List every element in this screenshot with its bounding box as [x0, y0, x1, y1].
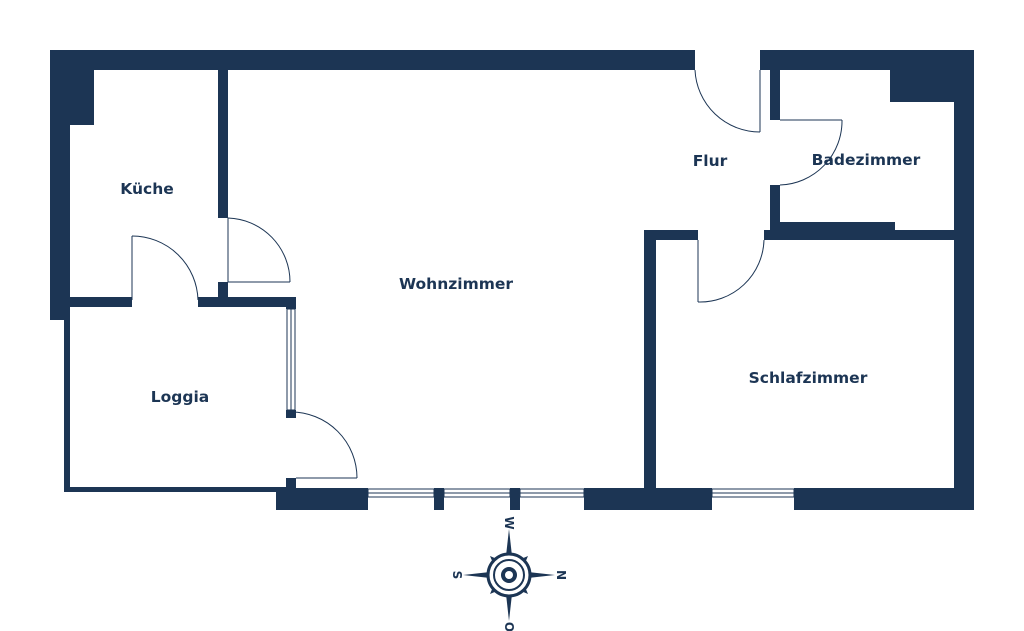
room-label-wohnzimmer: Wohnzimmer — [399, 275, 513, 293]
compass-rose: W N O S — [450, 516, 568, 631]
walls — [50, 50, 974, 510]
compass-letter-left: S — [450, 571, 464, 580]
compass-letter-top: W — [502, 516, 516, 529]
room-label-loggia: Loggia — [151, 388, 210, 406]
room-label-badezimmer: Badezimmer — [812, 151, 921, 169]
windows — [286, 308, 795, 498]
room-labels: Küche Wohnzimmer Flur Badezimmer Schlafz… — [120, 151, 920, 406]
room-label-flur: Flur — [693, 152, 728, 170]
room-label-kueche: Küche — [120, 180, 174, 198]
compass-letter-right: N — [554, 570, 568, 580]
compass-letter-bottom: O — [502, 622, 516, 631]
room-label-schlafzimmer: Schlafzimmer — [749, 369, 868, 387]
doors — [131, 69, 843, 479]
